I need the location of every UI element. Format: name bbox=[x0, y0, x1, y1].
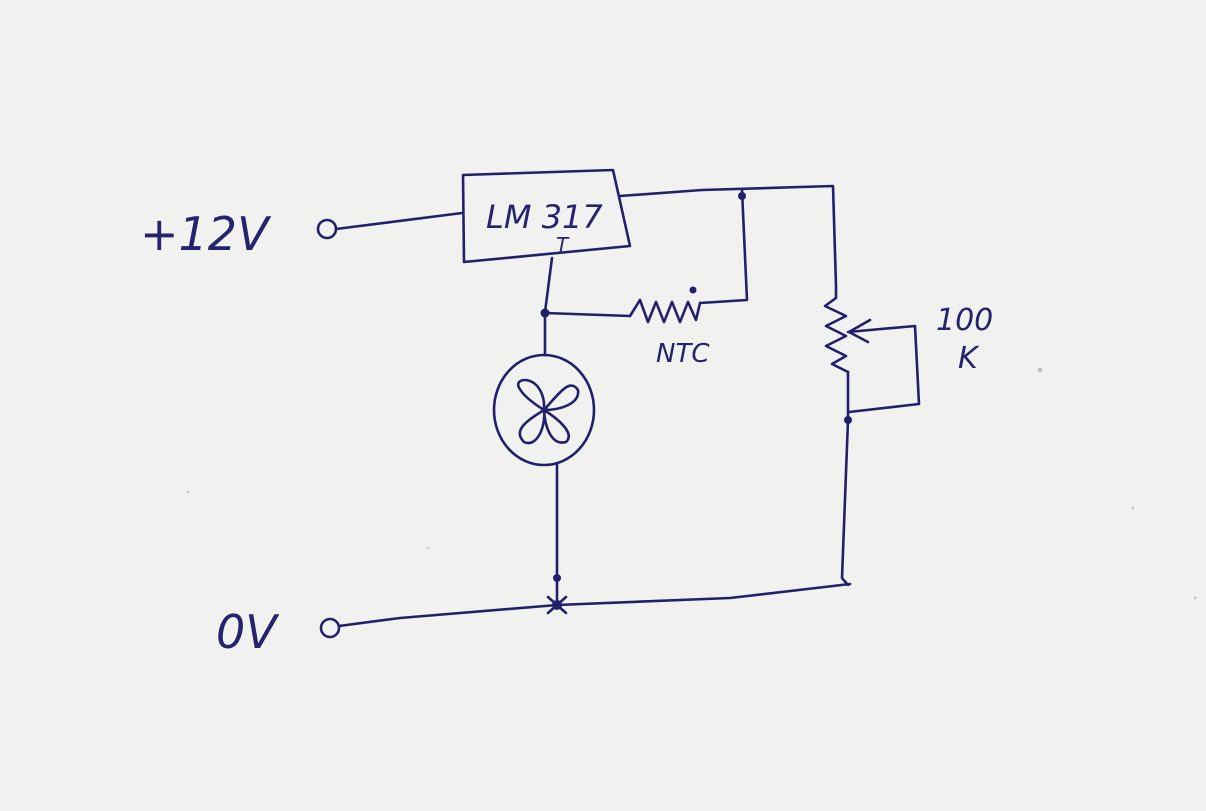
label-ntc: NTC bbox=[656, 339, 710, 369]
junction-node-top bbox=[738, 192, 746, 200]
label-pot-unit: K bbox=[958, 341, 980, 376]
input-wire bbox=[334, 211, 464, 231]
label-positive-supply: +12V bbox=[140, 207, 272, 261]
ntc-bypass-wire bbox=[698, 188, 749, 305]
regulator-lm317 bbox=[461, 168, 632, 264]
regulator-body bbox=[461, 168, 632, 264]
pot-bottom-wire bbox=[840, 418, 850, 587]
junction-node-fan bbox=[553, 574, 561, 582]
ground-wire-left bbox=[337, 616, 402, 628]
fan-icon bbox=[492, 353, 596, 467]
ground-terminal bbox=[319, 582, 852, 639]
label-regulator: LM 317 bbox=[486, 198, 603, 236]
ntc-resistor-icon bbox=[543, 286, 702, 324]
output-wire bbox=[618, 184, 838, 288]
adjust-wire bbox=[543, 256, 554, 314]
potentiometer-icon bbox=[823, 284, 921, 425]
positive-terminal bbox=[316, 211, 464, 240]
paper-marks bbox=[186, 368, 1197, 600]
terminal-circle-ground bbox=[319, 617, 341, 639]
ground-rail bbox=[398, 582, 852, 620]
label-pot-value: 100 bbox=[936, 303, 993, 338]
label-regulator-suffix: T bbox=[556, 233, 570, 257]
label-ground-supply: 0V bbox=[216, 605, 280, 659]
terminal-circle-positive bbox=[316, 218, 338, 240]
